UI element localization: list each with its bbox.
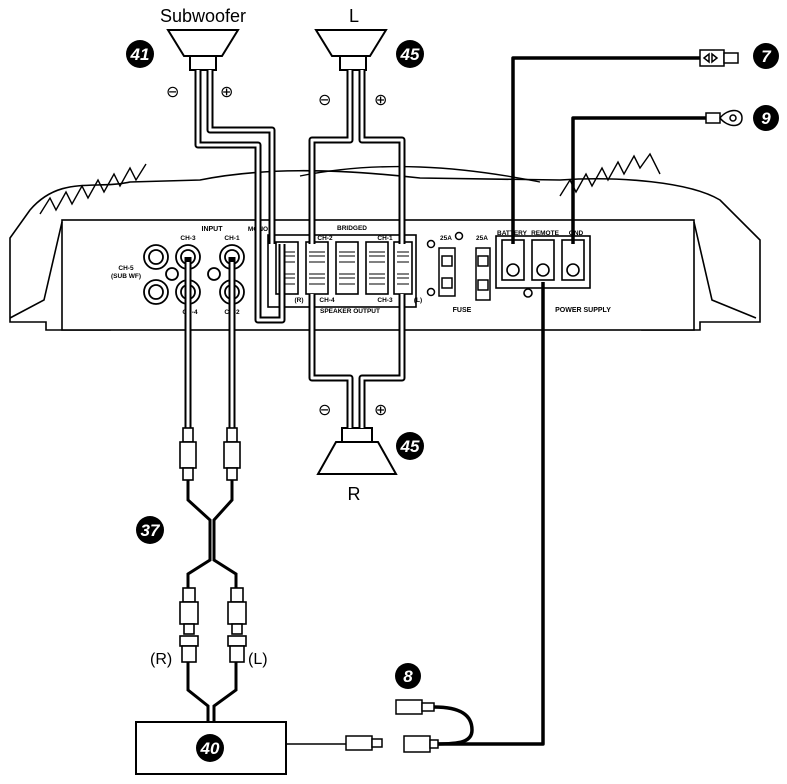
fuse-rating-2: 25A: [476, 235, 488, 242]
battery-fuse-connector: [699, 49, 739, 67]
callout-badge-45-right: 45: [396, 432, 424, 460]
rca-left-label: (L): [248, 651, 268, 668]
bridged-label: BRIDGED: [337, 225, 367, 232]
heatsink-fins: [39, 152, 661, 215]
subwoofer-speaker: [166, 29, 240, 71]
right-plus-label: ⊕: [374, 400, 387, 419]
gnd-terminal-label: GND: [569, 230, 584, 237]
fuse-holders: [426, 231, 491, 301]
svg-text:45: 45: [400, 45, 420, 64]
out-ch4-label: CH-4: [319, 297, 335, 304]
out-l-label: (L): [414, 297, 422, 304]
svg-text:9: 9: [761, 109, 771, 128]
rca-input-cable-cores: [186, 262, 234, 430]
power-wires: [436, 56, 706, 746]
left-speaker-label: L: [349, 6, 359, 26]
callout-badge-7: 7: [753, 43, 779, 69]
left-speaker: [314, 29, 388, 71]
sub-plus-label: ⊕: [220, 82, 233, 101]
fuse-label: FUSE: [453, 307, 472, 314]
right-minus-label: ⊖: [318, 400, 331, 419]
remote-terminal-label: REMOTE: [531, 230, 559, 237]
svg-text:8: 8: [403, 667, 413, 686]
speaker-output-terminal-block: [267, 234, 417, 308]
out-ch1-label: CH-1: [377, 235, 393, 242]
callout-badge-9: 9: [753, 105, 779, 131]
ground-ring-terminal: [705, 109, 743, 127]
input-ch1-label: CH-1: [224, 235, 240, 242]
input-title: INPUT: [202, 226, 224, 233]
speaker-wire-cores: [196, 70, 404, 428]
input-ch3-label: CH-3: [180, 235, 196, 242]
right-speaker: [316, 427, 398, 475]
callout-badge-45-left: 45: [396, 40, 424, 68]
rca-plugs-upper: [179, 427, 241, 481]
out-ch3-label: CH-3: [377, 297, 393, 304]
svg-text:45: 45: [400, 437, 420, 456]
speaker-output-label: SPEAKER OUTPUT: [320, 308, 380, 315]
remote-wire-connectors: [345, 699, 474, 753]
fuse-rating-1: 25A: [440, 235, 452, 242]
svg-text:40: 40: [200, 739, 220, 758]
svg-text:37: 37: [141, 521, 161, 540]
left-minus-label: ⊖: [318, 90, 331, 109]
svg-text:7: 7: [761, 47, 772, 66]
power-supply-label: POWER SUPPLY: [555, 307, 611, 314]
out-ch2-label: CH-2: [317, 235, 333, 242]
callout-badge-8: 8: [395, 663, 421, 689]
left-plus-label: ⊕: [374, 90, 387, 109]
input-ch5-sub-label: (SUB WF): [111, 273, 141, 280]
out-r-label: (R): [294, 297, 303, 304]
rca-plugs-lower: [179, 587, 247, 663]
input-ch5-label: CH-5: [118, 265, 134, 272]
rca-right-label: (R): [150, 651, 172, 668]
right-speaker-label: R: [348, 484, 361, 504]
callout-badge-41: 41: [126, 40, 154, 68]
rca-y-split-cable: [186, 480, 238, 722]
sub-minus-label: ⊖: [166, 82, 179, 101]
callout-badge-37: 37: [136, 516, 164, 544]
subwoofer-label: Subwoofer: [160, 6, 246, 26]
power-supply-terminal-block: [495, 235, 591, 298]
svg-text:41: 41: [130, 45, 150, 64]
callout-badge-40: 40: [196, 734, 224, 762]
